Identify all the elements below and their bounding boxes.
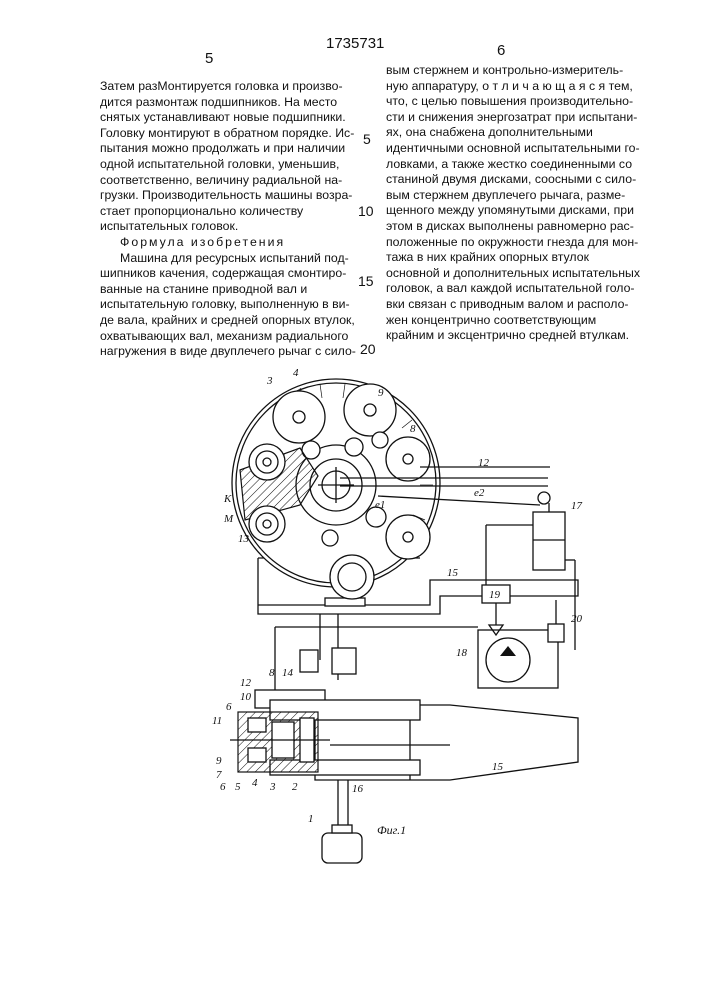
label-4b: 4 <box>252 777 258 789</box>
label-5: 5 <box>235 781 241 793</box>
label-7: 7 <box>216 769 222 781</box>
label-9b: 9 <box>216 755 222 767</box>
label-20: 20 <box>571 613 583 625</box>
label-8: 8 <box>410 423 416 435</box>
label-3b: 3 <box>269 781 276 793</box>
label-6: 6 <box>226 701 232 713</box>
upper-machine-view <box>232 379 578 688</box>
label-13: 13 <box>238 533 250 545</box>
label-15: 15 <box>447 567 459 579</box>
label-15b: 15 <box>492 761 504 773</box>
label-10: 10 <box>240 691 252 703</box>
label-M: М <box>223 513 234 525</box>
label-9: 9 <box>378 387 384 399</box>
label-14: 14 <box>282 667 294 679</box>
label-11: 11 <box>212 715 222 727</box>
label-e2: е2 <box>474 487 485 499</box>
label-4: 4 <box>293 367 299 379</box>
label-2: 2 <box>292 781 298 793</box>
label-K: К <box>223 493 232 505</box>
connection-lines <box>275 614 478 690</box>
label-17: 17 <box>571 500 583 512</box>
label-3: 3 <box>266 375 273 387</box>
label-12: 12 <box>478 457 490 469</box>
figure-caption: Фиг.1 <box>377 823 406 837</box>
label-6b: 6 <box>220 781 226 793</box>
label-12b: 12 <box>240 677 252 689</box>
lower-section-view <box>230 690 578 863</box>
label-16: 16 <box>352 783 364 795</box>
label-1: 1 <box>308 813 314 825</box>
label-19: 19 <box>489 589 501 601</box>
label-e1: е1 <box>375 499 385 511</box>
label-8b: 8 <box>269 667 275 679</box>
label-18: 18 <box>456 647 468 659</box>
